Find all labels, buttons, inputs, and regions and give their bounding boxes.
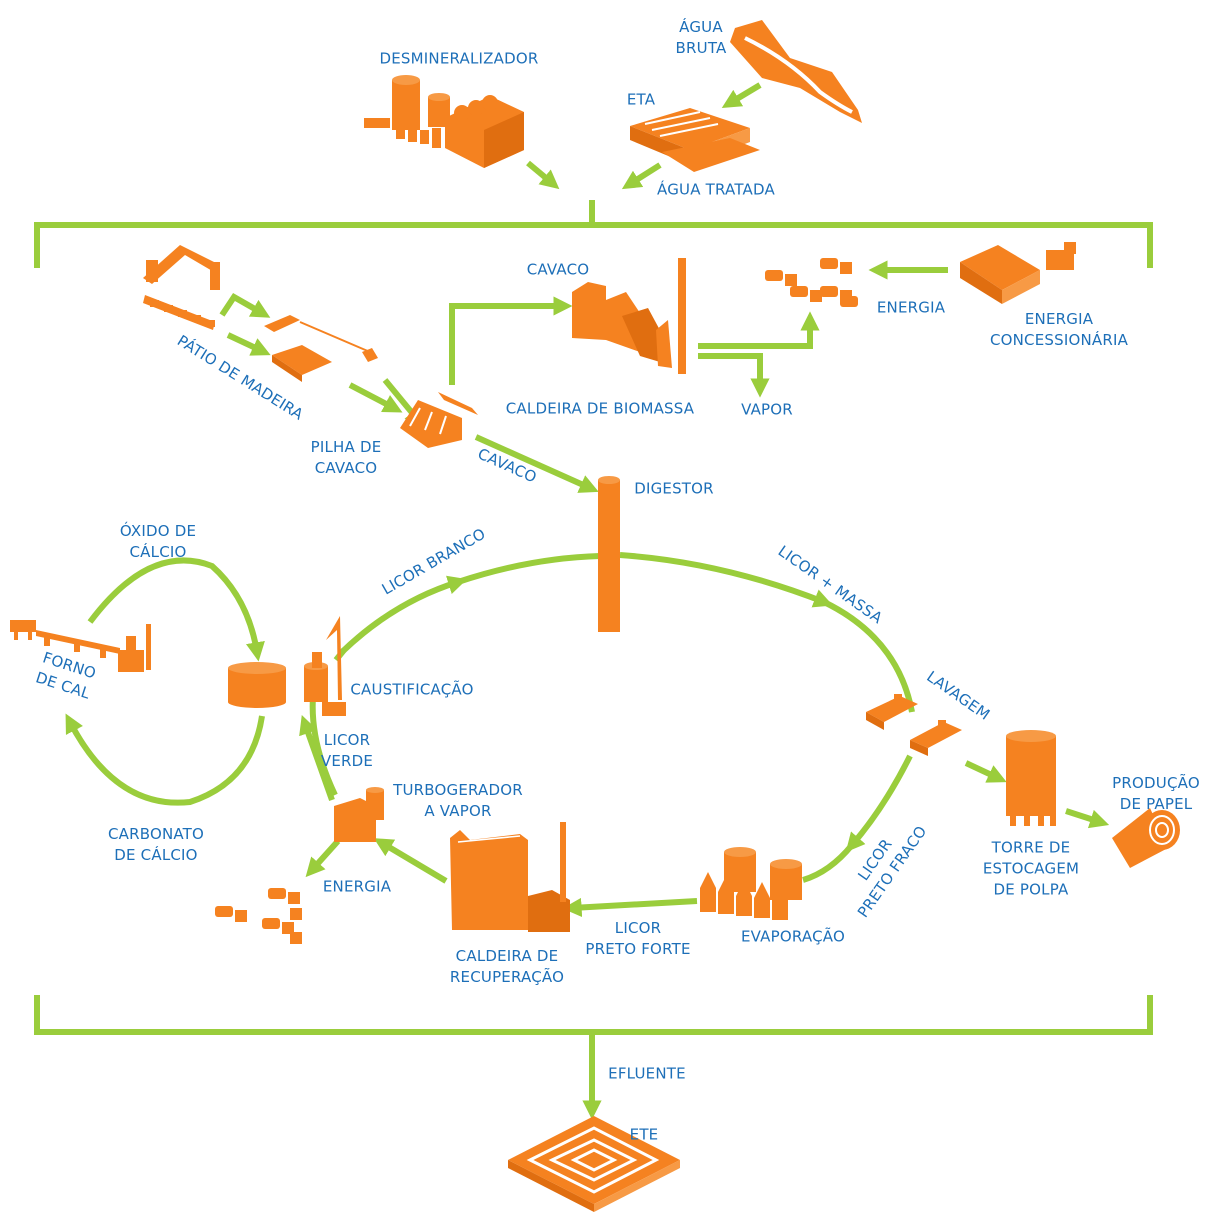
label-digestor: DIGESTOR <box>634 479 714 498</box>
arrow-yard-2 <box>226 332 271 356</box>
water-treatment-plant-icon <box>630 108 760 172</box>
flow-lines-plain <box>309 553 915 883</box>
paper-roll-icon <box>1112 808 1180 868</box>
digester-column-icon <box>598 476 620 632</box>
flow-arrows <box>65 82 1110 1120</box>
effluent-treatment-icon <box>508 1116 680 1212</box>
label-vapor: VAPOR <box>741 400 793 419</box>
arrow-to-boiler <box>449 296 573 385</box>
causticizing-plant-icon <box>304 616 346 716</box>
arrow-tower-paper <box>1065 808 1110 829</box>
arrow-yard-1 <box>219 293 271 318</box>
label-agua-tratada: ÁGUA TRATADA <box>657 180 775 199</box>
label-energia-bottom: ENERGIA <box>322 877 392 896</box>
arrow-desmin <box>526 160 560 190</box>
arrow-turbo-energy <box>305 838 341 878</box>
conveyor-icon <box>264 315 378 362</box>
label-evaporacao: EVAPORAÇÃO <box>741 927 845 946</box>
label-ete: ETE <box>629 1125 659 1144</box>
demineralizer-plant-icon <box>364 75 524 168</box>
frame-lines <box>34 200 1153 1035</box>
arrow-green-liquor <box>299 714 335 802</box>
arrow-yard-3 <box>348 382 403 413</box>
steam-turbine-icon <box>334 787 384 842</box>
power-generators-icon <box>765 258 858 307</box>
arrow-eta <box>621 162 662 190</box>
label-caustificacao: CAUSTIFICAÇÃO <box>350 680 474 699</box>
arrow-carbonate <box>65 713 265 806</box>
utility-substation-icon <box>960 242 1076 304</box>
lime-kiln-icon <box>10 620 151 672</box>
river-icon <box>730 20 862 123</box>
arrow-white-liquor <box>339 575 468 655</box>
arrow-steam <box>698 353 770 398</box>
biomass-boiler-icon <box>572 258 686 374</box>
arrow-chip-digester <box>474 434 599 493</box>
label-eta: ETA <box>626 90 656 109</box>
chip-pile-icon <box>400 392 478 448</box>
arrow-evap-boiler <box>562 897 698 918</box>
power-generators-icon <box>215 888 302 944</box>
arrow-weak-liquor <box>845 754 913 853</box>
arrow-energy <box>698 311 820 349</box>
log-stack-icon <box>272 345 332 382</box>
evaporator-plant-icon <box>700 847 802 920</box>
pulp-storage-tower-icon <box>1006 730 1056 826</box>
crane-log-yard-icon <box>143 245 220 330</box>
label-cavaco-top: CAVACO <box>526 260 590 279</box>
label-caldeira-biomassa: CALDEIRA DE BIOMASSA <box>505 399 695 418</box>
recovery-boiler-icon <box>450 822 570 932</box>
arrow-raw-water <box>721 82 762 108</box>
washer-icon <box>866 694 962 756</box>
arrow-liquor-mass <box>619 552 833 608</box>
arrow-boiler-turbo <box>373 838 448 884</box>
label-desmineralizador: DESMINERALIZADOR <box>379 49 539 68</box>
arrow-oxide <box>87 557 265 662</box>
arrow-washing-tower <box>964 760 1007 783</box>
lime-tank-icon <box>228 662 286 708</box>
label-energia-top: ENERGIA <box>876 298 946 317</box>
label-efluente: EFLUENTE <box>608 1064 686 1083</box>
